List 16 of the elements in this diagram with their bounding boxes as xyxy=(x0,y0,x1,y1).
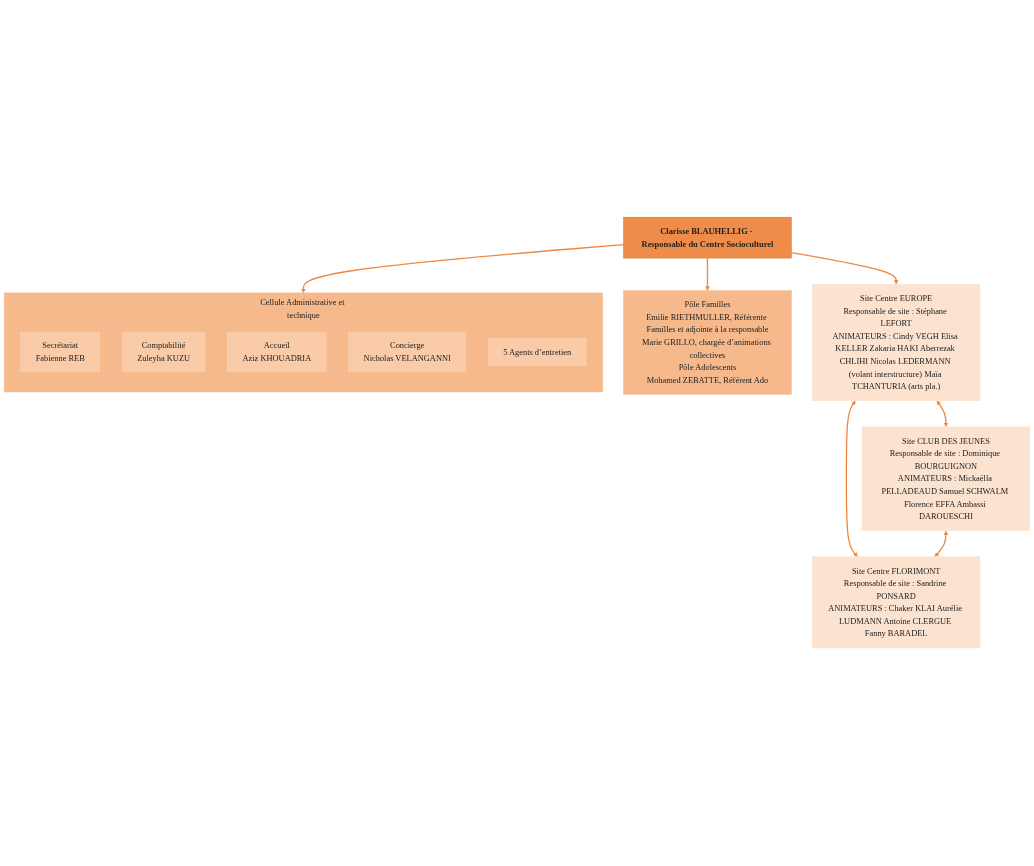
node-box: 5 Agents d’entretien xyxy=(487,337,588,367)
node-box: Site CLUB DES JEUNES Responsable de site : Dominique BOURGUIGNON ANIMATEURS : Mickaëlla PELLADEAUD Samuel SCHWALM Florence EFFA Ambassi DAROUESCHI xyxy=(861,426,1031,532)
arrow xyxy=(705,257,710,292)
node-box: Clarisse BLAUHELLIG - Responsable du Centre Socioculturel xyxy=(623,217,792,259)
node-box: Comptabilité Zuleyha KUZU xyxy=(121,331,207,373)
node-box: Site Centre FLORIMONT Responsable de site : Sandrine PONSARD ANIMATEURS : Chaker KLAI Aurélie LUDMANN Antoine CLERGUE Fanny BARADEL xyxy=(812,556,981,649)
arrow xyxy=(301,244,625,294)
arrow xyxy=(845,401,858,558)
node-box: Accueil Aziz KHOUADRIA xyxy=(226,331,328,373)
node-box: Secrétariat Fabienne REB xyxy=(19,331,101,373)
arrow xyxy=(934,531,949,558)
node-box: Pôle Familles Emilie RIETHMULLER, Référente Familles et adjointe à la responsable Marie GRILLO, chargée d’animations collectives Pôle Adolescents Mohamed ZEBATTE, Référent Ado xyxy=(623,290,792,395)
node-box: Concierge Nicholas VELANGANNI xyxy=(347,331,467,373)
arrow xyxy=(936,401,949,428)
arrow xyxy=(790,252,899,285)
node-box: Site Centre EUROPE Responsable de site : Stéphane LEFORT ANIMATEURS : Cindy VEGH Elisa KELLER Zakaria HAKI Aberrezak CHLIHI Nicolas LEDERMANN (volant interstructure) Maïa TCHANTURIA (arts pla.) xyxy=(812,284,981,402)
